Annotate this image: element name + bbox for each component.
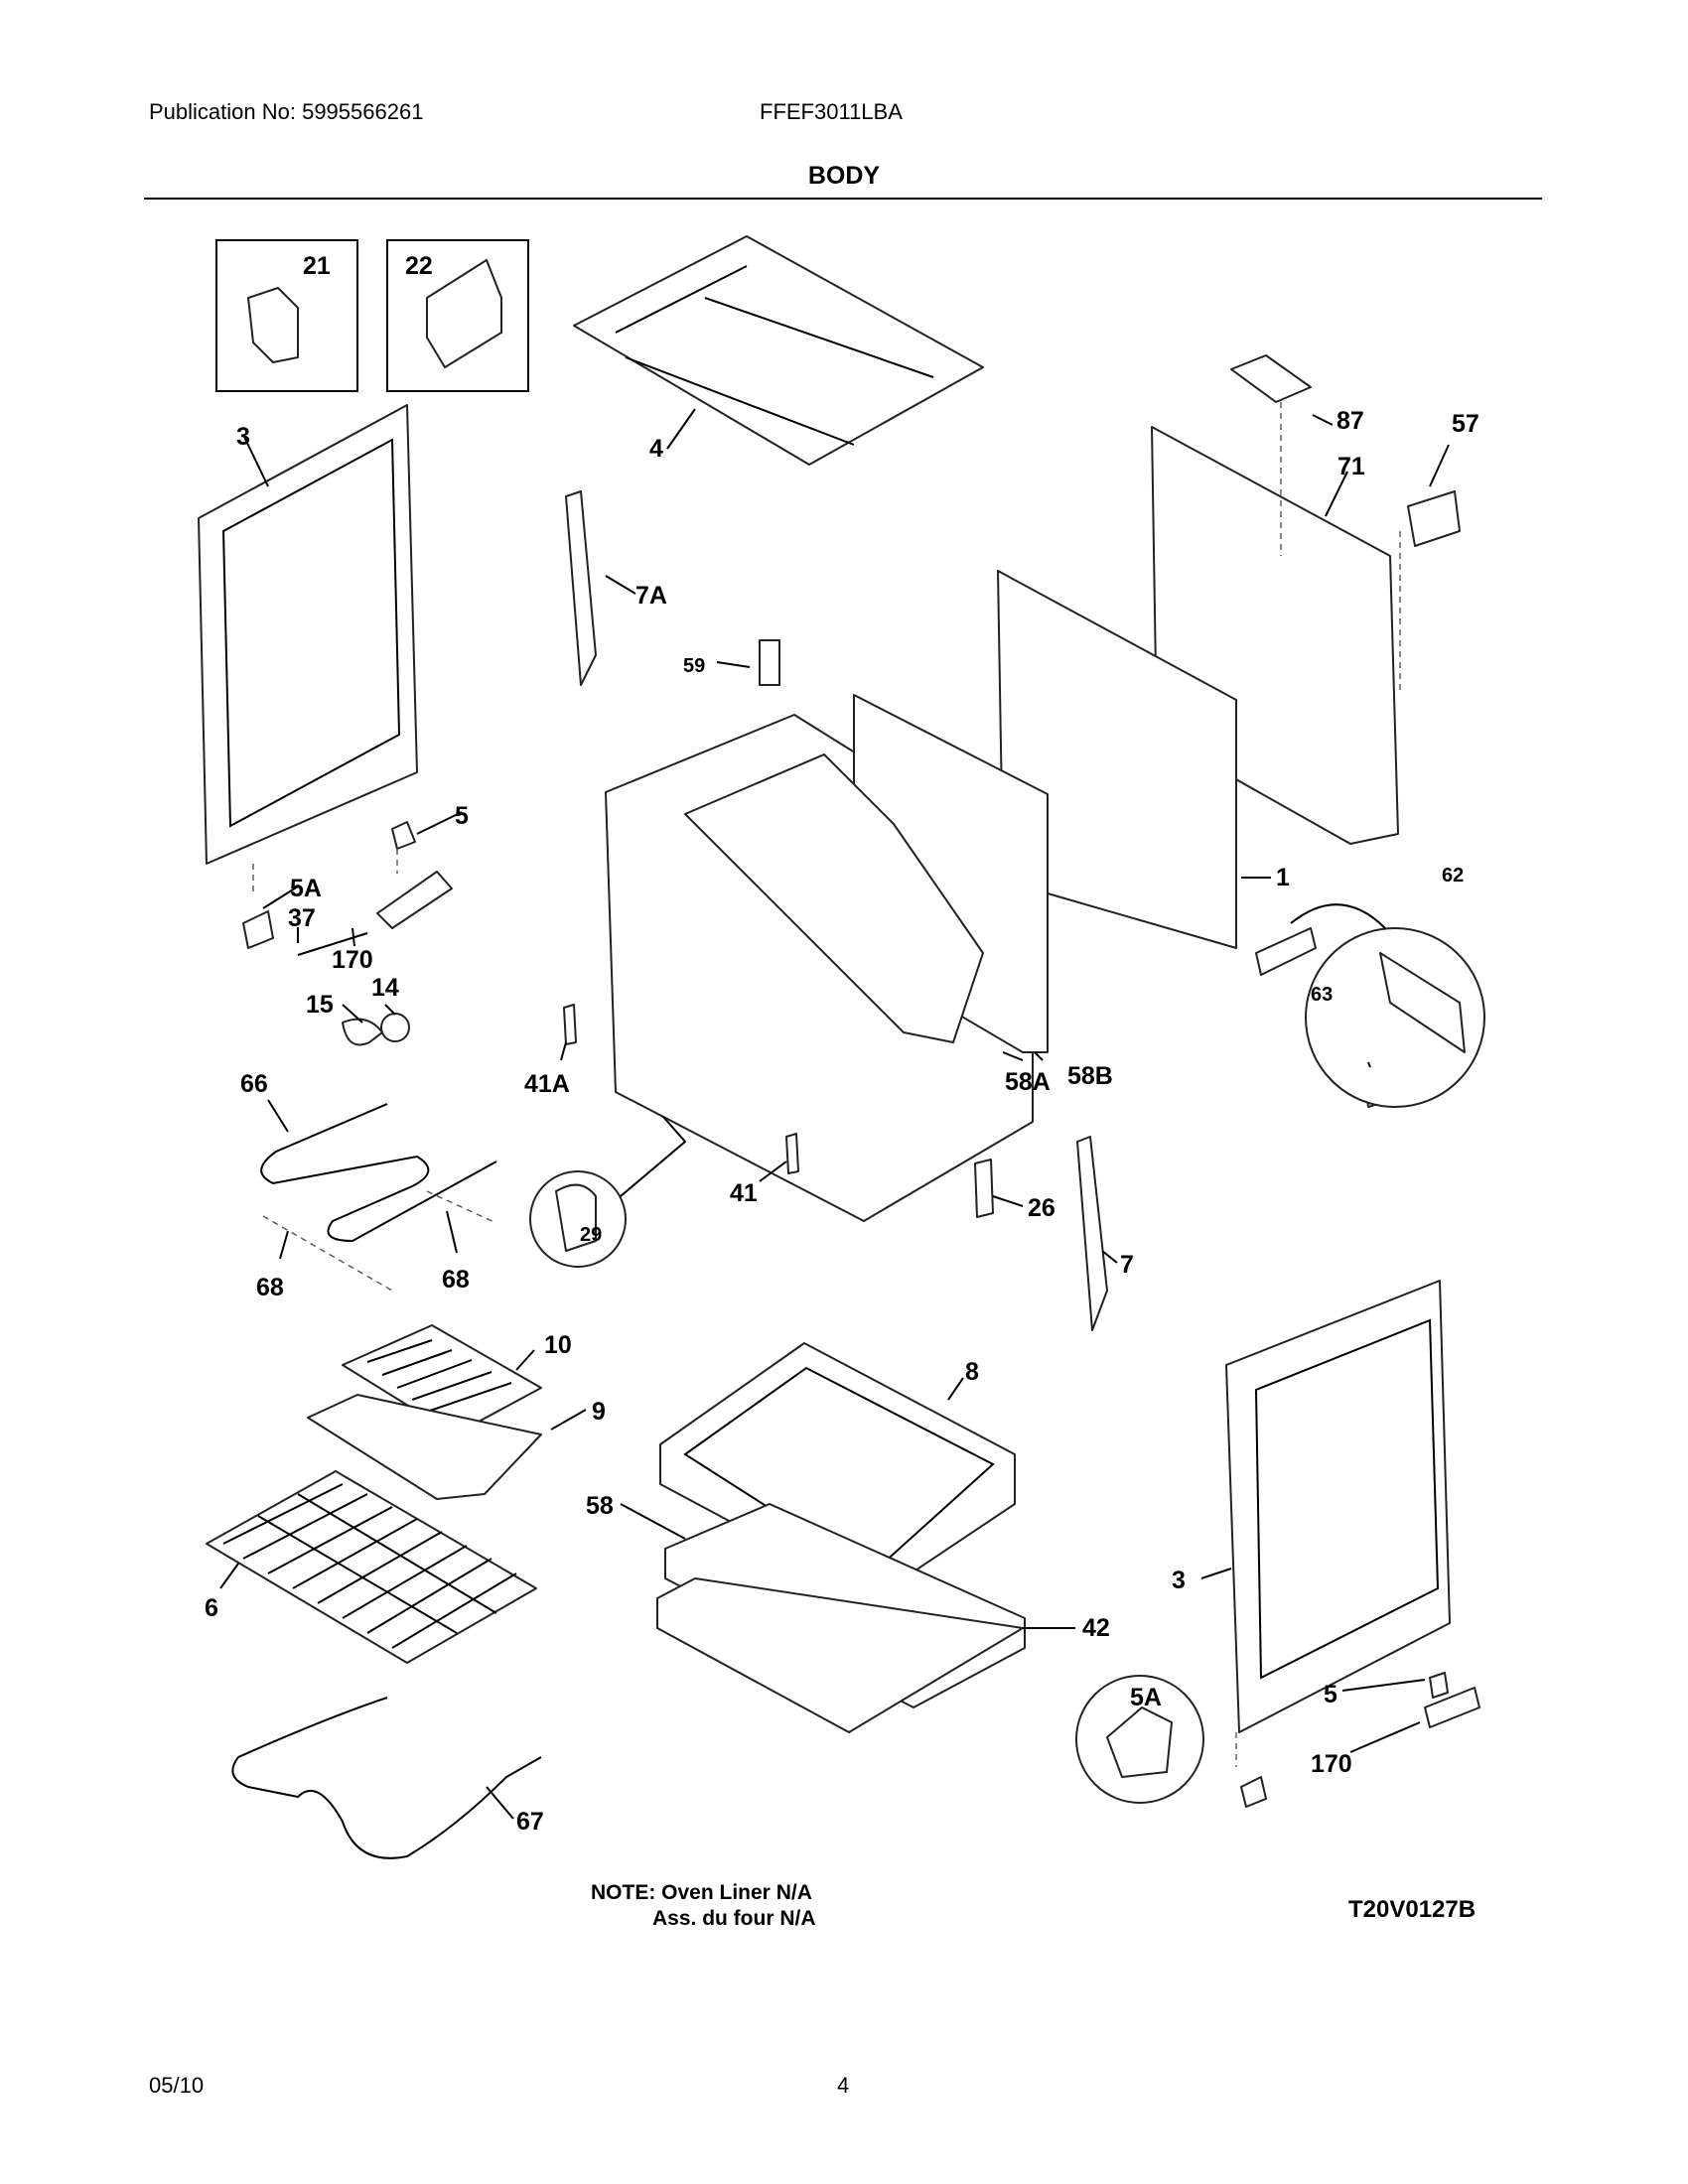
callout-67: 67 xyxy=(516,1808,544,1836)
wire-part-68-left xyxy=(262,1215,393,1292)
callout-21: 21 xyxy=(303,252,331,280)
note-oven-liner-french: Ass. du four N/A xyxy=(652,1907,816,1930)
note-oven-liner: NOTE: Oven Liner N/A xyxy=(591,1881,812,1904)
callout-7A: 7A xyxy=(635,582,667,610)
broil-pan-part-9 xyxy=(307,1394,542,1500)
title-rule xyxy=(144,198,1542,200)
callout-66: 66 xyxy=(240,1070,268,1098)
callout-71: 71 xyxy=(1337,453,1365,480)
drawer-part-8 xyxy=(659,1342,1016,1599)
wire-part-68-right xyxy=(426,1190,497,1224)
callout-5: 5 xyxy=(455,802,469,830)
arrow-to-detail-62 xyxy=(1290,903,1386,929)
callout-15: 15 xyxy=(306,991,334,1019)
diagram-code: T20V0127B xyxy=(1348,1896,1477,1923)
top-panel-ribs xyxy=(615,265,934,446)
callout-41: 41 xyxy=(730,1179,758,1207)
dashed-guide-lines xyxy=(252,402,1401,1767)
right-side-panel-part-3 xyxy=(1225,1280,1451,1733)
callout-58A: 58A xyxy=(1005,1068,1051,1096)
callout-3-right: 3 xyxy=(1172,1567,1186,1594)
callout-3-left: 3 xyxy=(236,423,250,451)
hinge-part-7 xyxy=(1076,1136,1108,1331)
callout-57: 57 xyxy=(1452,410,1479,438)
inset-box-22 xyxy=(386,239,529,392)
footer-date: 05/10 xyxy=(149,2073,205,2098)
bottom-panel-part-42 xyxy=(656,1577,1024,1733)
bracket-part-5A-right xyxy=(1240,1776,1267,1808)
callout-58: 58 xyxy=(586,1492,614,1520)
callout-7: 7 xyxy=(1120,1251,1134,1279)
left-side-panel-part-3 xyxy=(198,404,418,865)
callout-5A: 5A xyxy=(290,875,322,902)
publication-number: Publication No: 5995566261 xyxy=(149,99,424,124)
callout-42: 42 xyxy=(1082,1614,1110,1642)
bake-element-part-67 xyxy=(231,1697,542,1859)
callout-170: 170 xyxy=(332,946,373,974)
callout-68-left: 68 xyxy=(256,1274,284,1301)
bracket-part-5A xyxy=(242,910,274,949)
callout-14: 14 xyxy=(371,974,399,1002)
callout-63: 63 xyxy=(1311,984,1333,1006)
callout-29: 29 xyxy=(580,1224,602,1246)
callout-6: 6 xyxy=(205,1594,218,1622)
terminal-block xyxy=(1255,927,1317,976)
lamp-socket-part-14 xyxy=(380,1013,410,1042)
callout-37: 37 xyxy=(288,904,316,932)
clip-part-41A xyxy=(563,1004,577,1045)
inset-box-21 xyxy=(215,239,358,392)
bracket-part-170-right xyxy=(1424,1687,1480,1728)
bracket-part-26 xyxy=(974,1159,994,1218)
callout-8: 8 xyxy=(965,1358,979,1386)
callout-1: 1 xyxy=(1276,864,1290,891)
hinge-part-7A xyxy=(565,490,597,686)
callout-41A: 41A xyxy=(524,1070,570,1098)
callout-9: 9 xyxy=(592,1398,606,1426)
broil-element-part-66 xyxy=(260,1103,497,1243)
insulation-part-58A xyxy=(684,753,984,1043)
spacer-part-59 xyxy=(759,639,780,686)
callout-59: 59 xyxy=(683,655,705,677)
oven-rack-part-6 xyxy=(206,1470,537,1664)
section-title: BODY xyxy=(807,162,881,190)
callout-4: 4 xyxy=(649,435,663,463)
callout-10: 10 xyxy=(544,1331,572,1359)
callout-5-right: 5 xyxy=(1324,1681,1337,1708)
callout-62: 62 xyxy=(1442,865,1464,887)
leveler-part-5 xyxy=(391,821,416,850)
callout-87: 87 xyxy=(1336,407,1364,435)
vent-part-57 xyxy=(1407,490,1461,547)
clip-part-41 xyxy=(785,1133,799,1174)
callout-68-right: 68 xyxy=(442,1266,470,1294)
model-number: FFEF3011LBA xyxy=(760,99,903,124)
callout-170-right: 170 xyxy=(1311,1750,1352,1778)
callout-26: 26 xyxy=(1028,1194,1055,1222)
wire-part-37 xyxy=(297,932,368,956)
footer-page-number: 4 xyxy=(837,2073,850,2098)
callout-22: 22 xyxy=(405,252,433,280)
lamp-bulb-part-15 xyxy=(342,1018,383,1046)
callout-5A-right: 5A xyxy=(1130,1684,1162,1711)
bracket-part-170 xyxy=(376,871,453,929)
gasket-part-87 xyxy=(1230,354,1312,403)
leveler-part-5-right xyxy=(1429,1672,1449,1699)
top-panel-part-4 xyxy=(573,235,984,466)
detail-circle-62 xyxy=(1305,927,1485,1108)
callout-58B: 58B xyxy=(1067,1062,1113,1090)
